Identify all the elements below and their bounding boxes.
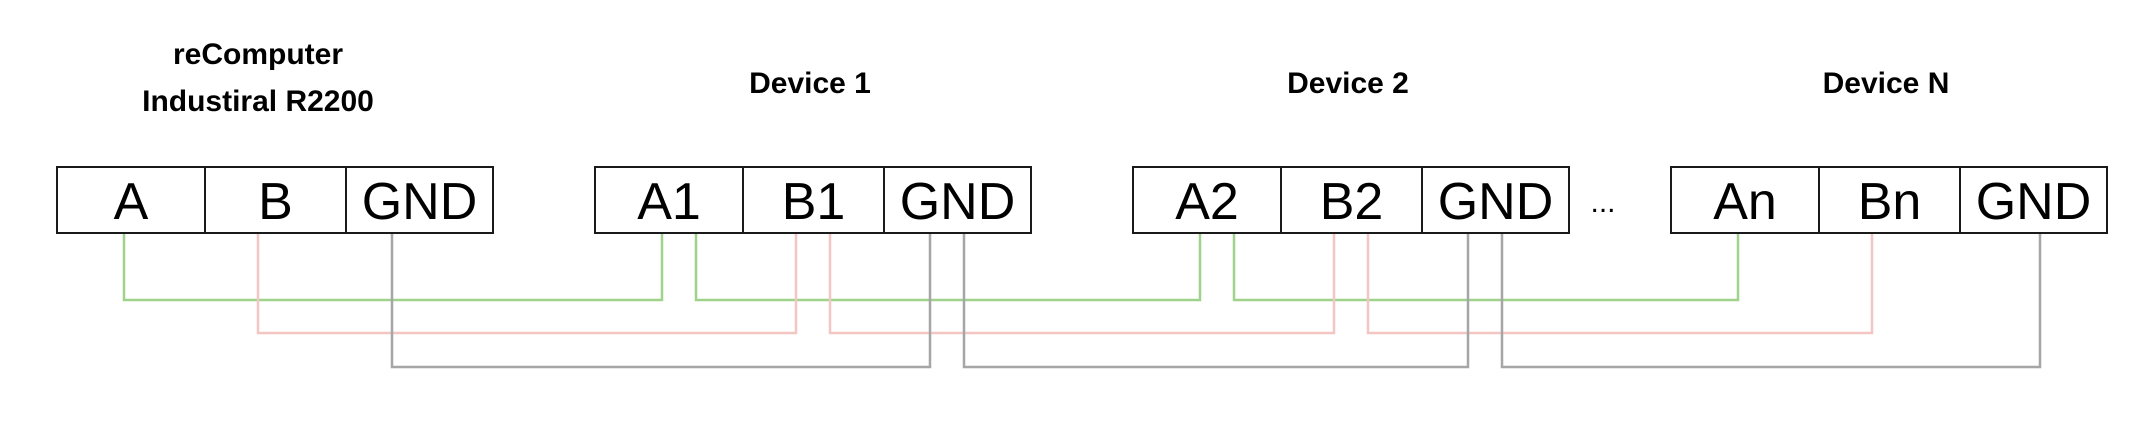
host-terminal-block: A B GND [56, 166, 494, 234]
device1-terminal-b: B1 [744, 168, 885, 232]
device2-title: Device 2 [1287, 67, 1409, 100]
host-terminal-gnd: GND [361, 173, 478, 231]
a-wire-device1-to-device2 [694, 234, 1202, 302]
device1-terminal-a: A1 [596, 168, 744, 232]
device1-title: Device 1 [749, 67, 871, 100]
host-terminal-b: B [206, 168, 347, 232]
host-title-line2: Industiral R2200 [142, 85, 374, 118]
device2-terminal-a: A2 [1134, 168, 1282, 232]
devicen-terminal-a: An [1672, 168, 1820, 232]
devicen-terminal-gnd: GND [1975, 173, 2092, 231]
device1-terminal-gnd: GND [899, 173, 1016, 231]
host-title-line1: reComputer [172, 38, 344, 71]
a-wire-device2-to-devicen [1232, 234, 1740, 302]
gnd-wire-host-to-device1 [390, 234, 932, 369]
device2-terminal-b: B2 [1282, 168, 1423, 232]
b-wire-host-to-device1 [256, 234, 798, 335]
device2-terminal-block: A2 B2 GND [1132, 166, 1570, 234]
device2-terminal-gnd: GND [1437, 173, 1554, 231]
host-title: reComputer Industiral R2200 [93, 38, 423, 119]
devicen-title: Device N [1822, 67, 1950, 100]
b-wire-device2-to-devicen [1366, 234, 1874, 335]
gnd-wire-device2-to-devicen [1500, 234, 2042, 369]
b-wire-device1-to-device2 [828, 234, 1336, 335]
devicen-terminal-block: An Bn GND [1670, 166, 2108, 234]
host-terminal-a: A [58, 168, 206, 232]
devicen-terminal-b: Bn [1820, 168, 1961, 232]
gnd-wire-device1-to-device2 [962, 234, 1470, 369]
device1-terminal-block: A1 B1 GND [594, 166, 1032, 234]
more-devices-ellipsis: ... [1590, 186, 1616, 219]
